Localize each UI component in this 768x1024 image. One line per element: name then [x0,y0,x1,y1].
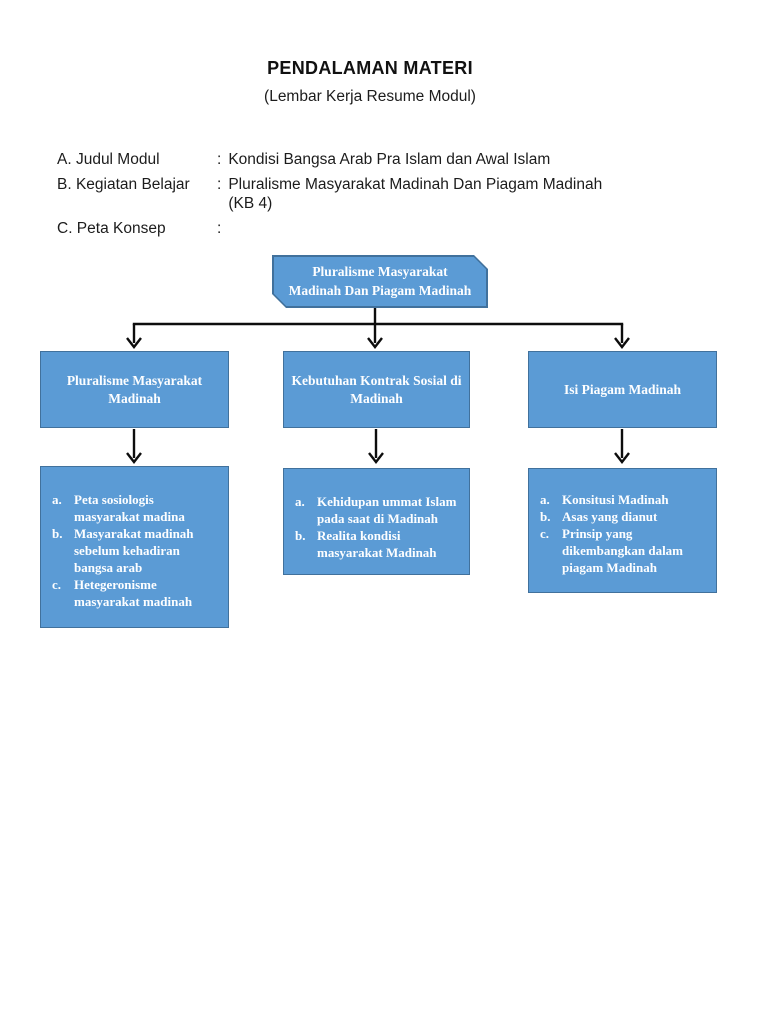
field-colon: : [217,220,222,237]
list-marker: c. [52,577,62,592]
list-item: a. Peta sosiologis masyarakat madina [52,491,220,525]
list-marker: b. [52,526,63,541]
list-item-text: Konsitusi Madinah [562,492,669,507]
field-colon: : [217,176,222,193]
list-marker: b. [540,509,551,524]
arrow-branch2-to-leaf2 [368,429,384,464]
field-label: C. Peta Konsep [57,220,166,237]
page-header: PENDALAMAN MATERI (Lembar Kerja Resume M… [0,58,740,106]
list-marker: c. [540,526,550,541]
list-item-text: Kehidupan ummat Islam pada saat di Madin… [317,494,457,526]
branch-node-label: Pluralisme Masyarakat Madinah [66,372,203,406]
arrow-branch3-to-leaf3 [614,429,630,464]
list-item: a. Konsitusi Madinah [540,491,712,508]
list-item: c. Hetegeronisme masyarakat madinah [52,576,220,610]
list-item: a. Kehidupan ummat Islam pada saat di Ma… [295,493,469,527]
leaf-node-pluralisme-details: a. Peta sosiologis masyarakat madina b. … [40,466,229,628]
list-item-text: Prinsip yang dikembangkan dalam piagam M… [562,526,684,575]
field-value: Pluralisme Masyarakat Madinah Dan Piagam… [228,176,603,212]
list-item-text: Hetegeronisme masyarakat madinah [74,577,193,609]
list-marker: a. [540,492,550,507]
list-item-text: Masyarakat madinah sebelum kehadiran ban… [74,526,194,575]
list-item: b. Asas yang dianut [540,508,712,525]
branch-node-label: Isi Piagam Madinah [563,381,682,397]
field-label: B. Kegiatan Belajar [57,176,190,193]
field-value: Kondisi Bangsa Arab Pra Islam dan Awal I… [228,151,551,168]
branch-node-pluralisme: Pluralisme Masyarakat Madinah [40,351,229,428]
list-marker: a. [52,492,62,507]
leaf-node-kontrak-sosial-details: a. Kehidupan ummat Islam pada saat di Ma… [283,468,470,575]
field-row-peta-konsep: C. Peta Konsep : [57,219,737,238]
field-colon: : [217,151,222,168]
list-item: b. Masyarakat madinah sebelum kehadiran … [52,525,220,576]
branch-node-label: Kebutuhan Kontrak Sosial di Madinah [291,372,462,406]
list-item-text: Peta sosiologis masyarakat madina [74,492,185,524]
field-row-kegiatan-belajar: B. Kegiatan Belajar : Pluralisme Masyara… [57,175,737,213]
list-item: c. Prinsip yang dikembangkan dalam piaga… [540,525,712,576]
branch-node-kontrak-sosial: Kebutuhan Kontrak Sosial di Madinah [283,351,470,428]
list-item-text: Realita kondisi masyarakat Madinah [317,528,437,560]
root-node: Pluralisme Masyarakat Madinah Dan Piagam… [272,255,488,308]
arrow-root-to-branches [126,306,630,349]
branch-node-isi-piagam: Isi Piagam Madinah [528,351,717,428]
root-node-body: Pluralisme Masyarakat Madinah Dan Piagam… [274,257,487,307]
leaf-node-isi-piagam-details: a. Konsitusi Madinah b. Asas yang dianut… [528,468,717,593]
root-node-label: Pluralisme Masyarakat Madinah Dan Piagam… [288,264,472,298]
list-item: b. Realita kondisi masyarakat Madinah [295,527,469,561]
list-item-text: Asas yang dianut [562,509,658,524]
field-row-judul-modul: A. Judul Modul : Kondisi Bangsa Arab Pra… [57,150,737,169]
module-fields: A. Judul Modul : Kondisi Bangsa Arab Pra… [57,150,737,244]
page-subtitle: (Lembar Kerja Resume Modul) [264,88,476,105]
arrow-branch1-to-leaf1 [126,429,142,464]
field-label: A. Judul Modul [57,151,160,168]
list-marker: b. [295,528,306,543]
page-title: PENDALAMAN MATERI [267,58,473,78]
list-marker: a. [295,494,305,509]
